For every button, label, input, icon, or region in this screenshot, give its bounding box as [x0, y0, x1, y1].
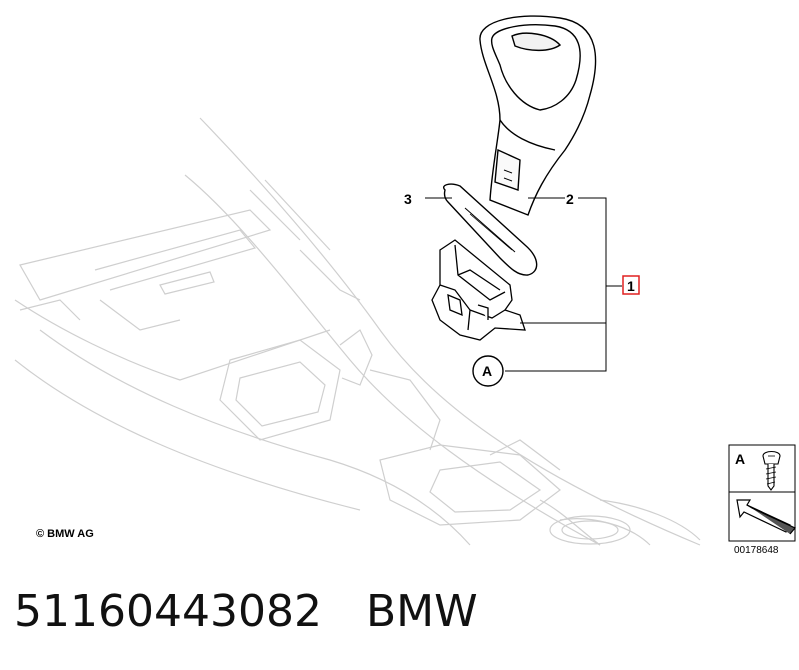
callout-1: 1: [627, 278, 635, 294]
parts-diagram: 3 2 1 A © BMW AG A 00178648: [14, 15, 796, 556]
leader-lines: [425, 197, 622, 372]
part-caption: 51160443082 BMW: [14, 586, 478, 637]
detail-a-circle: [472, 355, 504, 387]
legend-label-a: A: [735, 451, 745, 467]
mounting-bracket: [431, 239, 526, 341]
part-number: 51160443082: [14, 586, 322, 637]
center-console-outline: [14, 117, 701, 546]
callout-2: 2: [566, 191, 574, 207]
legend-panel: A 00178648: [728, 444, 796, 556]
copyright-notice: © BMW AG: [36, 528, 94, 540]
callout-1-highlight-box: [622, 275, 640, 295]
callout-3: 3: [404, 191, 412, 207]
brand-name: BMW: [365, 586, 478, 637]
callout-a: A: [482, 363, 492, 379]
gear-trim-strip: [443, 183, 538, 276]
reference-code: 00178648: [734, 545, 779, 556]
direction-arrow-icon: [736, 499, 796, 535]
screw-icon: [762, 450, 781, 491]
gear-knob-cover: [479, 15, 597, 216]
